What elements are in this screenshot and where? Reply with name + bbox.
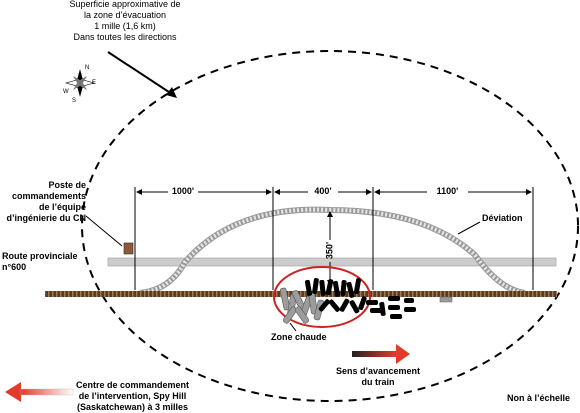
road-label: Route provinciale n°600 [2,251,78,272]
compass-label-west: W [63,89,69,95]
railway-marker [439,296,453,303]
provincial-road [107,257,557,267]
command-post-pointer [85,215,123,247]
arrow-left-icon [5,382,74,402]
compass-label-south: S [72,98,77,104]
command-post-label: Poste de commandements de l’équipe d’ing… [6,180,86,223]
derailed-cars-black [304,278,416,319]
dimension-lines [134,187,534,290]
dimension-label-400: 400' [314,186,332,196]
train-direction-label: Sens d’avancement du train [335,366,421,387]
main-railway [45,291,557,297]
compass-label-east: E [92,80,97,86]
hot-zone-boundary [273,266,371,328]
dimension-label-1000: 1000' [171,186,195,196]
derailed-cars-grey [279,287,325,324]
compass-label-north: N [85,65,90,71]
dimension-label-1100: 1100' [436,186,459,196]
intervention-center-label: Centre de commandement de l’intervention… [75,380,190,412]
scale-note: Non à l’échelle [507,393,571,403]
evacuation-zone-boundary [81,50,579,402]
deviation-pointer [457,221,481,235]
dimension-arrowheads [136,189,532,286]
hot-zone-pointer [289,322,297,332]
evacuation-zone-label: Superficie approximative de la zone d’év… [69,0,181,42]
compass-rose-icon [64,69,96,97]
deviation-track-ties [139,207,526,295]
arrow-right-icon [352,344,410,364]
dimension-label-350: 350' [324,241,335,260]
evacuation-label-pointer [107,51,176,97]
hot-zone-label: Zone chaude [271,332,327,342]
command-post-marker [123,242,134,255]
deviation-label: Déviation [482,213,523,223]
evacuation-pointer-arrowhead [166,87,177,98]
